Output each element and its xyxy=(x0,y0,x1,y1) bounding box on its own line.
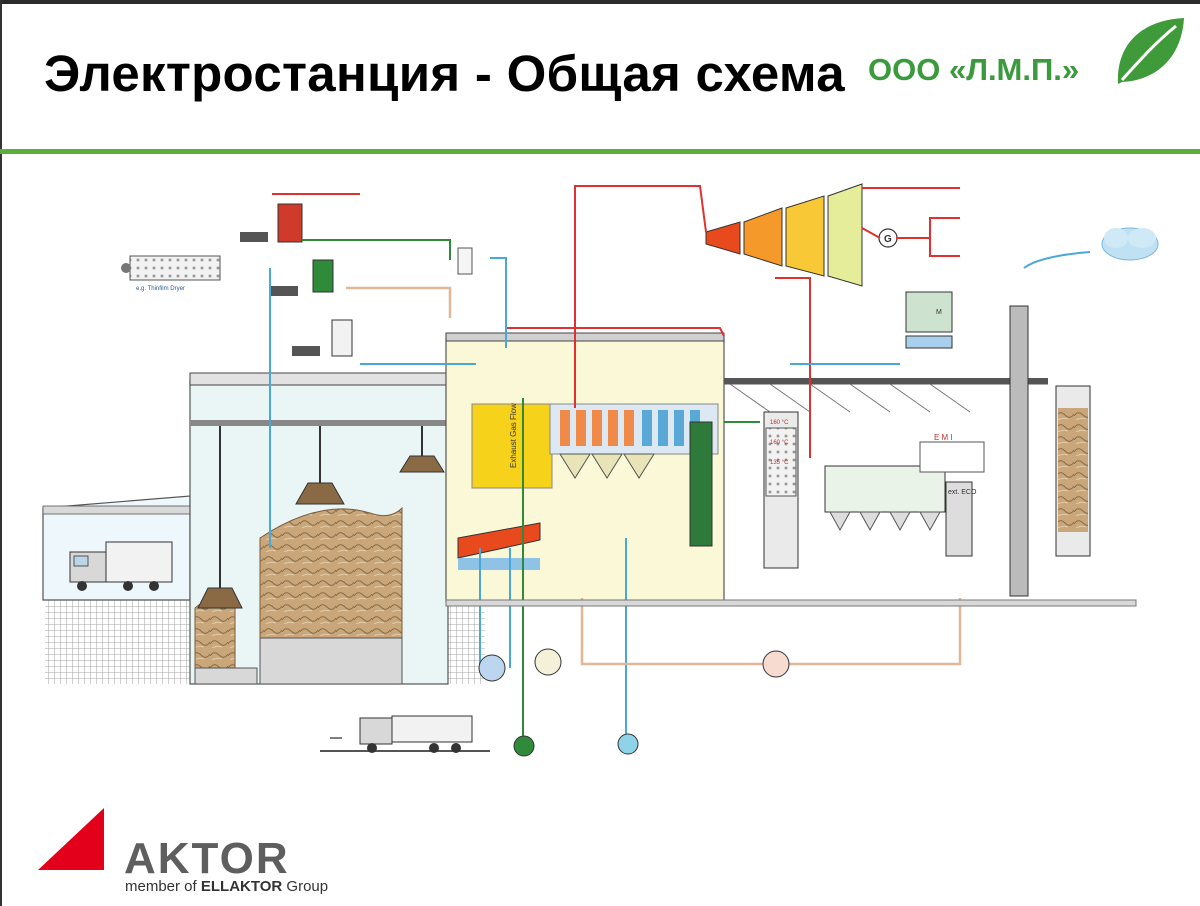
title-divider xyxy=(0,149,1200,154)
top-border xyxy=(0,0,1200,4)
thinfilm-dryer: e.g. Thinfilm Dryer xyxy=(121,255,221,292)
pumps xyxy=(478,648,790,757)
steam-turbine xyxy=(705,183,863,287)
cooling-lines xyxy=(269,251,1091,748)
filter-label: M xyxy=(936,309,942,316)
left-border xyxy=(0,0,2,906)
temp-label-1: 160 °C xyxy=(770,420,789,426)
company-name: ООО «Л.М.П.» xyxy=(868,52,1080,87)
delivery-truck-icon xyxy=(69,541,173,591)
flue-gas-treatment: 160 °C 160 °C 135 °C E M I ext. ECO xyxy=(763,305,1091,597)
ground-line xyxy=(445,599,1137,607)
footer-tagline: member of ELLAKTOR Group xyxy=(125,878,329,895)
chemical-tanks xyxy=(240,203,473,357)
eco-label: ext. ECO xyxy=(948,489,977,496)
boiler-house: Exhaust Gas Flow xyxy=(445,332,725,603)
aktor-logo-icon xyxy=(38,808,104,870)
feedwater-lines xyxy=(302,239,760,748)
condenser: M xyxy=(905,291,953,349)
dryer-label: e.g. Thinfilm Dryer xyxy=(136,286,185,292)
emi-label: E M I xyxy=(934,433,953,442)
gas-flow-label: Exhaust Gas Flow xyxy=(509,403,518,468)
temp-label-3: 135 °C xyxy=(770,460,789,466)
power-plant-diagram: e.g. Thinfilm Dryer Exhaust Gas Flow xyxy=(42,183,1159,757)
ash-truck-icon xyxy=(320,715,490,753)
generator-label: G xyxy=(884,234,892,245)
pipe-bridge xyxy=(724,378,1048,413)
steam-cloud-icon xyxy=(1101,227,1159,261)
footer-brand: AKTOR xyxy=(124,834,290,883)
steam-lines xyxy=(272,185,960,458)
generator-icon: G xyxy=(878,228,898,248)
temp-label-2: 160 °C xyxy=(770,440,789,446)
leaf-logo-icon xyxy=(1117,18,1184,84)
bunker-hall xyxy=(189,372,449,685)
crane-grabs xyxy=(197,426,445,609)
slide-title: Электростанция - Общая схема xyxy=(44,45,845,102)
